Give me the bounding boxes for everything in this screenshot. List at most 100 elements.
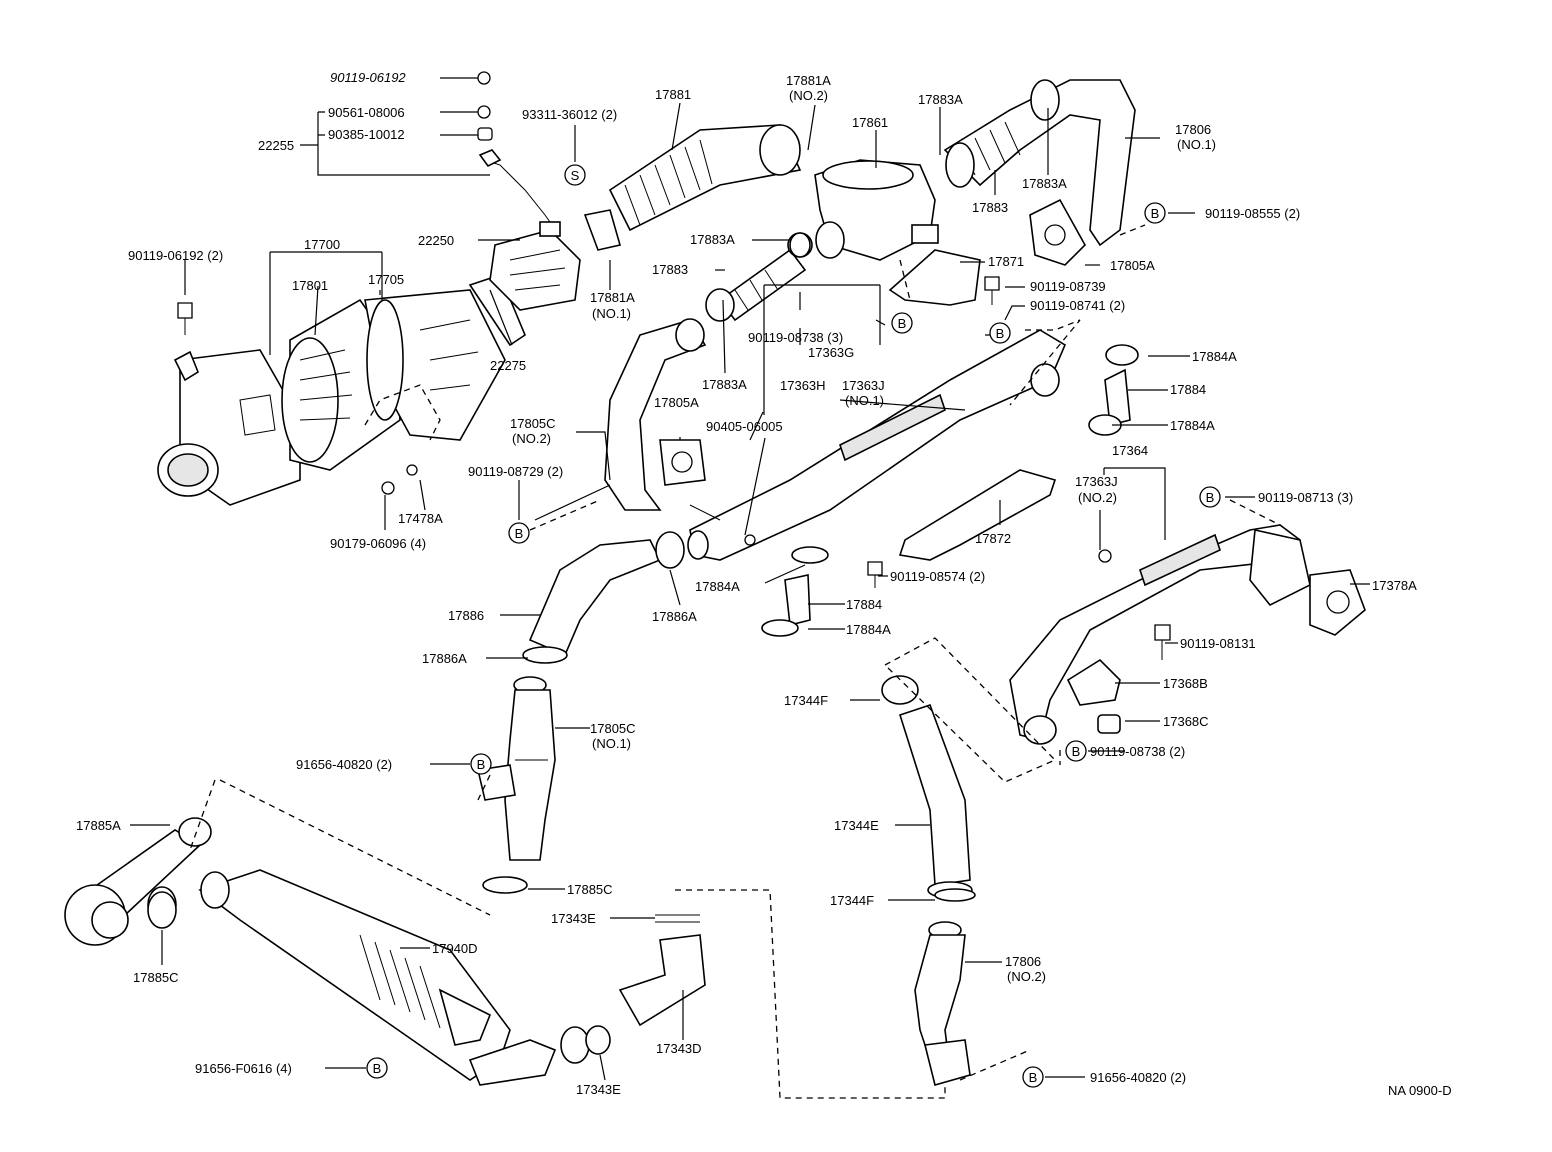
clamp-17884A-c xyxy=(791,546,829,564)
label-17344F-b: 17344F xyxy=(830,893,874,908)
phantom-line-9 xyxy=(675,889,946,1099)
label-90405-06005: 90405-06005 xyxy=(706,419,783,434)
svg-text:B: B xyxy=(373,1061,382,1076)
label-17805C-no2-sub: (NO.2) xyxy=(512,431,551,446)
bolt-90119-08739 xyxy=(984,276,1000,305)
label-17884A-c: 17884A xyxy=(695,579,740,594)
diagram-code: NA 0900-D xyxy=(1388,1083,1452,1098)
plug-17363J-no2 xyxy=(1098,549,1112,563)
label-17363J-no1: 17363J xyxy=(842,378,885,393)
label-17344E: 17344E xyxy=(834,818,879,833)
label-17883A-mid: 17883A xyxy=(690,232,735,247)
svg-text:B: B xyxy=(1072,744,1081,759)
pipe-17806-no1 xyxy=(943,79,1136,247)
marker-B-91656-F0616: B xyxy=(366,1057,388,1079)
label-17886: 17886 xyxy=(448,608,484,623)
label-17705: 17705 xyxy=(368,272,404,287)
label-17881A-no1: 17881A xyxy=(590,290,635,305)
clamp-17885C-a xyxy=(482,876,528,894)
label-17805C-no1: 17805C xyxy=(590,721,636,736)
label-90119-08738-2: 90119-08738 (2) xyxy=(1090,744,1185,759)
label-17881A-no2-sub: (NO.2) xyxy=(789,88,828,103)
label-17885C-a: 17885C xyxy=(567,882,613,897)
label-17884-b: 17884 xyxy=(846,597,882,612)
phantom-line-2 xyxy=(529,499,601,531)
label-90179-06096: 90179-06096 (4) xyxy=(330,536,426,551)
nut-17478A xyxy=(406,464,418,476)
hose-17343D xyxy=(618,934,706,1027)
label-17884A-d: 17884A xyxy=(846,622,891,637)
hose-17884-top xyxy=(1088,344,1139,436)
label-17881A-no1-sub: (NO.1) xyxy=(592,306,631,321)
label-17805A-top: 17805A xyxy=(1110,258,1155,273)
label-17884A-b: 17884A xyxy=(1170,418,1215,433)
intercooler-17940D xyxy=(198,869,590,1086)
clamp-17881A-no1 xyxy=(583,209,622,251)
label-17881: 17881 xyxy=(655,87,691,102)
svg-text:B: B xyxy=(1029,1070,1038,1085)
marker-B-90119-08555: B xyxy=(1144,202,1166,224)
label-17806-no1-sub: (NO.1) xyxy=(1177,137,1216,152)
label-17344F-a: 17344F xyxy=(784,693,828,708)
clamp-17343E-b xyxy=(585,1025,611,1055)
label-17885C-b: 17885C xyxy=(133,970,179,985)
label-17343E-a: 17343E xyxy=(551,911,596,926)
label-17478A: 17478A xyxy=(398,511,443,526)
label-90119-08131: 90119-08131 xyxy=(1180,636,1256,651)
marker-B-90119-08729: B xyxy=(508,522,530,544)
label-17363G: 17363G xyxy=(808,345,854,360)
label-17861: 17861 xyxy=(852,115,888,130)
label-90385-10012: 90385-10012 xyxy=(328,127,405,142)
label-17805C-no1-sub: (NO.1) xyxy=(592,736,631,751)
label-91656-F0616: 91656-F0616 (4) xyxy=(195,1061,292,1076)
pipe-17805C-no2 xyxy=(604,318,707,511)
bolt-17343E-a xyxy=(655,914,700,923)
label-91656-40820-b: 91656-40820 (2) xyxy=(1090,1070,1186,1085)
phantom-line-11 xyxy=(477,774,491,801)
clip-90179 xyxy=(381,481,395,495)
svg-text:B: B xyxy=(1206,490,1215,505)
label-90119-06192-2: 90119-06192 (2) xyxy=(128,248,223,263)
phantom-line-4 xyxy=(1119,224,1146,236)
pipe-17806-no2 xyxy=(914,921,971,1086)
label-17368B: 17368B xyxy=(1163,676,1208,691)
hose-17885A xyxy=(64,817,212,946)
bracket-17871 xyxy=(888,249,981,306)
label-90119-08741: 90119-08741 (2) xyxy=(1030,298,1125,313)
label-17883A-top: 17883A xyxy=(918,92,963,107)
plug-90405 xyxy=(744,534,756,546)
phantom-line-3 xyxy=(899,259,911,301)
hose-17884-b xyxy=(784,574,811,626)
pipe-17364 xyxy=(1009,524,1311,745)
label-17806-no1: 17806 xyxy=(1175,122,1211,137)
label-22250: 22250 xyxy=(418,233,454,248)
label-17871: 17871 xyxy=(988,254,1024,269)
pin-90119-08729 xyxy=(689,504,721,521)
label-90119-08739: 90119-08739 xyxy=(1030,279,1106,294)
svg-text:B: B xyxy=(898,316,907,331)
marker-B-91656-40820-a: B xyxy=(470,753,492,775)
intake-chamber-17861 xyxy=(814,159,939,261)
label-17884A-a: 17884A xyxy=(1192,349,1237,364)
label-17883A-low: 17883A xyxy=(702,377,747,392)
clamp-17344F-b xyxy=(934,888,976,902)
bolt-90119-08131 xyxy=(1154,624,1171,660)
pipe-17363 xyxy=(687,329,1067,561)
svg-text:B: B xyxy=(477,757,486,772)
label-91656-40820-a: 91656-40820 (2) xyxy=(296,757,392,772)
label-17881A-no2: 17881A xyxy=(786,73,831,88)
leader-lines xyxy=(130,77,1370,1081)
marker-S: S xyxy=(564,164,586,186)
phantom-line-6 xyxy=(1229,499,1281,526)
phantom-line-5 xyxy=(1009,319,1081,406)
label-17883-mid: 17883 xyxy=(652,262,688,277)
air-flow-meter xyxy=(489,221,581,311)
phantom-line-7 xyxy=(883,637,1057,783)
clamp-17885C-b xyxy=(147,891,177,929)
bracket-17368B xyxy=(1066,658,1121,706)
hose-17886 xyxy=(522,531,685,664)
phantom-line-8 xyxy=(189,779,491,916)
label-90119-08713: 90119-08713 (3) xyxy=(1258,490,1353,505)
bolt-90119-06192-left xyxy=(177,302,193,335)
svg-text:B: B xyxy=(515,526,524,541)
